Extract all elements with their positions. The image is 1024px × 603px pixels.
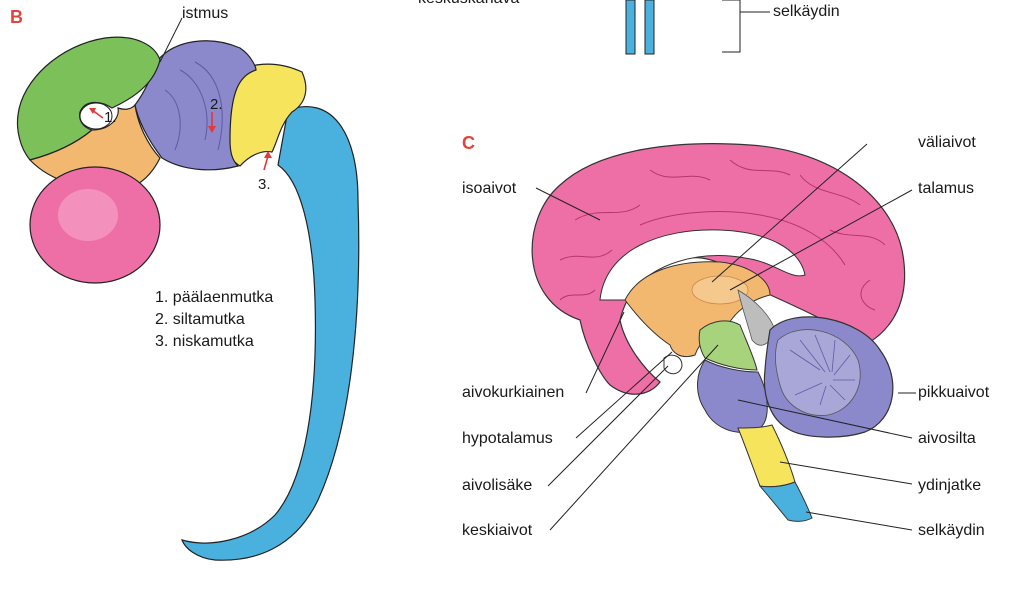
arrow-3: [263, 155, 269, 171]
label-istmus: istmus: [182, 5, 229, 22]
corpus-callosum: [599, 229, 806, 301]
spinal-bracket: [722, 0, 770, 53]
sagittal-brain: [531, 143, 916, 531]
marker-3: 3.: [258, 176, 271, 193]
medulla: [737, 424, 796, 488]
label-pikkuaivot: pikkuaivot: [918, 384, 990, 401]
label-isoaivot: isoaivot: [462, 180, 517, 197]
istmus-leader: [159, 17, 183, 63]
label-keskiaivot: keskiaivot: [462, 522, 533, 539]
embryo-brain: [16, 17, 360, 561]
midbrain: [698, 320, 758, 371]
label-top-selkaydin: selkäydin: [773, 3, 840, 20]
label-aivolisake: aivolisäke: [462, 477, 533, 494]
panel-c-letter: C: [462, 133, 475, 153]
pons: [697, 359, 768, 433]
embryo-spinal-cord: [181, 105, 360, 561]
label-aivosilta: aivosilta: [918, 430, 976, 447]
legend-item-3: 3. niskamutka: [155, 333, 254, 350]
label-talamus: talamus: [918, 180, 975, 197]
top-spinal-section: [625, 0, 770, 55]
label-aivokurkiainen: aivokurkiainen: [462, 384, 565, 401]
pituitary: [663, 354, 683, 375]
ventricle-gray: [737, 289, 776, 346]
label-ydinjatke: ydinjatke: [918, 477, 982, 494]
flexure-legend: 1. päälaenmutka 2. siltamutka 3. niskamu…: [155, 287, 273, 353]
spinal-cord-c: [758, 481, 813, 522]
legend-item-2: 2. siltamutka: [155, 311, 245, 328]
label-hypotalamus: hypotalamus: [462, 430, 553, 447]
panel-b-letter: B: [10, 7, 23, 27]
label-selkaydin: selkäydin: [918, 522, 985, 539]
label-valiaivot: väliaivot: [918, 134, 976, 151]
label-keskuskanava: keskuskanava: [418, 0, 519, 7]
embryo-ventricle-opening: [79, 102, 113, 130]
marker-2: 2.: [210, 96, 223, 113]
legend-item-1: 1. päälaenmutka: [155, 289, 274, 306]
thalamus: [691, 275, 749, 305]
embryo-midbrain-purple: [134, 40, 257, 171]
leader-lines: [535, 143, 916, 531]
marker-1: 1.: [104, 109, 117, 126]
